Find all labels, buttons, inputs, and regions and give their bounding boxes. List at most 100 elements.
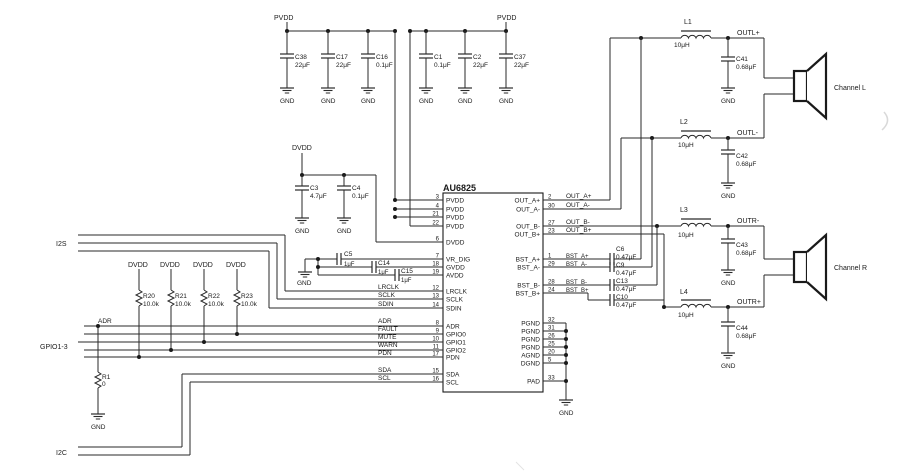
cap-value: 22μF — [295, 62, 310, 69]
pin-name: SDA — [446, 372, 460, 379]
pin-name: AGND — [521, 353, 540, 360]
cap-value: 4.7μF — [310, 193, 327, 200]
speaker-label: Channel R — [834, 265, 867, 272]
edge-artifact — [515, 461, 525, 471]
cap-value: 22μF — [514, 62, 529, 69]
dvdd-label: DVDD — [128, 262, 148, 269]
bst-a-minus-net: BST_A- — [566, 262, 587, 268]
pin-number: 17 — [432, 352, 439, 358]
bst-b-plus-net: BST_B+ — [566, 288, 589, 294]
pin-number: 28 — [548, 280, 555, 286]
pin-name: PGND — [521, 337, 540, 344]
cap-c4: C4 0.1μF GND — [336, 175, 369, 235]
pin-number: 31 — [548, 326, 555, 332]
pin-number: 25 — [548, 342, 555, 348]
dvdd-label: DVDD — [292, 145, 312, 152]
regulator-caps: GND C5 1μF C14 1μF C15 1μF — [297, 251, 443, 287]
speaker-channel-r: Channel R — [763, 226, 867, 307]
pin-number: 19 — [432, 270, 439, 276]
sdin-net: SDIN — [378, 301, 394, 308]
resistor-value: 0 — [102, 381, 106, 388]
pin-number: 11 — [433, 345, 440, 351]
cap-value: 22μF — [473, 62, 488, 69]
gnd-label: GND — [337, 228, 352, 235]
pin-name: PVDD — [446, 207, 464, 214]
gnd-label: GND — [361, 98, 376, 105]
pvdd-pin-wiring — [393, 198, 443, 227]
pin-name: PDN — [446, 355, 460, 362]
resistor-r22: DVDD R22 10.0k — [193, 262, 225, 344]
fault-net: FAULT — [378, 326, 398, 333]
pin-name: GPIO0 — [446, 332, 466, 339]
pin-name: BST_A- — [517, 265, 540, 272]
resistor-r23: DVDD R23 10.0k — [226, 262, 258, 336]
gnd-label: GND — [721, 363, 736, 370]
pin-name: OUT_B- — [516, 224, 540, 231]
pin-number: 27 — [548, 221, 555, 227]
resistor-value: 10.0k — [143, 301, 160, 308]
gnd-label: GND — [721, 98, 736, 105]
cap-c5-ref: C5 — [344, 251, 353, 258]
cap-c15-ref: C15 — [401, 268, 413, 275]
inductor-ref: L2 — [680, 119, 688, 126]
gnd-label: GND — [419, 98, 434, 105]
lc-filter-l3: L3 10μH OUTR- C43 0.68μF GND — [678, 207, 764, 287]
pin-number: 3 — [436, 195, 440, 201]
output-nets: OUT_A+ OUT_A- OUT_B- OUT_B+ — [543, 36, 681, 309]
cap-c2: C2 22μF GND — [457, 31, 488, 105]
pin-name: BST_B- — [517, 283, 540, 290]
pin-number: 23 — [548, 229, 555, 235]
resistor-ref: R1 — [102, 374, 111, 381]
gpio-pullups: GPIO1-3 ADR ADR FAULT MUTE WARN PDN DVDD… — [40, 262, 443, 431]
sclk-net: SCLK — [378, 292, 396, 299]
resistor-r20: DVDD R20 10.0k — [128, 262, 160, 359]
pin-number: 2 — [548, 195, 552, 201]
resistor-r1: R1 0 GND — [90, 324, 111, 431]
pin-name: AVDD — [446, 273, 464, 280]
gnd-label: GND — [499, 98, 514, 105]
cap-c17: C17 22μF GND — [320, 31, 351, 105]
gnd-label: GND — [297, 280, 312, 287]
pin-name: OUT_B+ — [515, 232, 541, 239]
pin-number: 15 — [432, 369, 439, 375]
gnd-label: GND — [458, 98, 473, 105]
cap-ref: C43 — [736, 242, 748, 249]
pin-name: BST_B+ — [516, 291, 541, 298]
cap-ref: C3 — [310, 185, 319, 192]
cap-ref: C41 — [736, 56, 748, 63]
cap-value: 0.68μF — [736, 64, 756, 71]
pin-name: PGND — [521, 345, 540, 352]
pin-number: 12 — [432, 286, 439, 292]
pin-name: LRCLK — [446, 289, 468, 296]
out-b-minus-net: OUT_B- — [566, 219, 590, 226]
pin-number: 7 — [436, 254, 440, 260]
pin-number: 32 — [548, 318, 555, 324]
lc-filter-l1: L1 10μH OUTL+ C41 0.68μF GND — [674, 19, 764, 105]
dvdd-label: DVDD — [193, 262, 213, 269]
cap-ref: C37 — [514, 54, 526, 61]
resistor-value: 10.0k — [175, 301, 192, 308]
pin-number: 22 — [432, 221, 439, 227]
gnd-label: GND — [295, 228, 310, 235]
pin-name: PVDD — [446, 215, 464, 222]
pin-name: OUT_A- — [516, 207, 540, 214]
chip-body — [442, 192, 544, 393]
cap-c16: C16 0.1μF GND — [360, 31, 393, 105]
cap-c10-value: 0.47μF — [616, 302, 636, 309]
mute-net: MUTE — [378, 334, 397, 341]
pin-name: SCL — [446, 380, 459, 387]
pin-name: SDIN — [446, 306, 462, 313]
cap-c9-value: 0.47μF — [616, 270, 636, 277]
cap-c37: C37 22μF GND — [498, 31, 529, 105]
pin-number: 5 — [548, 358, 552, 364]
speaker-channel-l: Channel L — [763, 38, 866, 138]
cap-c38: C38 22μF GND — [279, 31, 310, 105]
cap-ref: C2 — [473, 54, 482, 61]
pin-name: PGND — [521, 329, 540, 336]
chip-name: AU6825 — [443, 183, 476, 193]
cap-c15-value: 1μF — [401, 278, 412, 284]
pdn-net: PDN — [378, 350, 392, 357]
cap-value: 0.68μF — [736, 333, 756, 340]
